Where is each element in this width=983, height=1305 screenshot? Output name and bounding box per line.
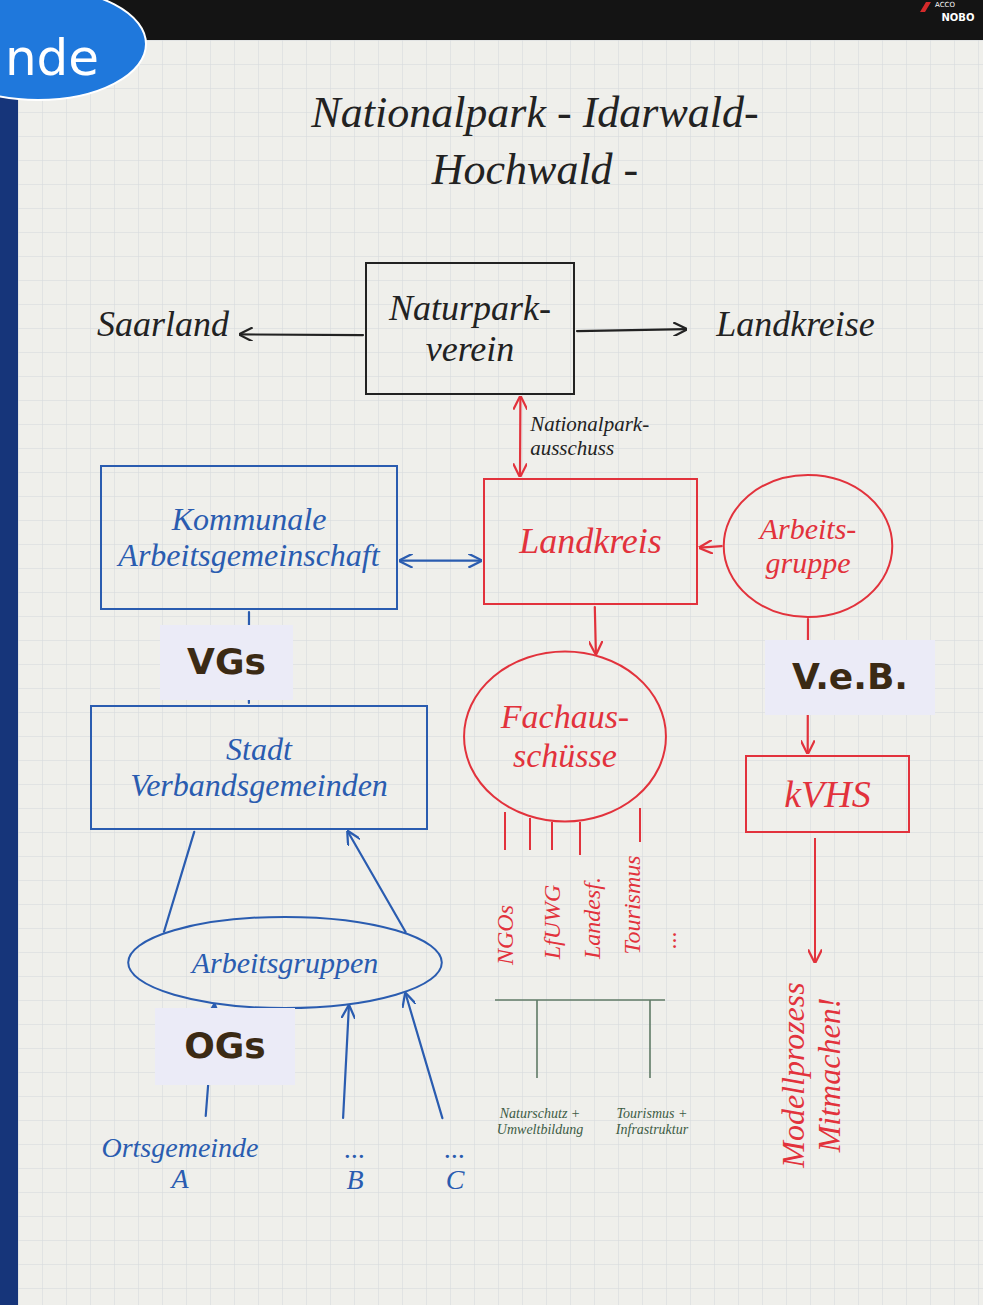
place-name: Landkreise: [688, 298, 903, 350]
topic-note: Naturschutz + Umweltbildung: [497, 1106, 583, 1137]
node-text: ...: [445, 1133, 466, 1164]
text-group: V.e.B.: [792, 657, 908, 697]
text-group: OGs: [184, 1026, 266, 1066]
tag-box: VGs: [160, 625, 293, 700]
process-box: kVHS: [745, 755, 910, 833]
connector: [240, 333, 363, 336]
text-group: Kommunale Arbeitsgemeinschaft: [118, 502, 379, 574]
text-group: Arbeitsgruppen: [192, 946, 379, 980]
edge-label: Nationalpark- ausschuss: [530, 413, 649, 459]
text-group: Landkreise: [716, 304, 875, 344]
bracket: [495, 1000, 665, 1078]
process-box: Stadt Verbandsgemeinden: [90, 705, 428, 830]
text-group: Stadt Verbandsgemeinden: [130, 732, 388, 804]
member-name: Tourismus: [619, 855, 646, 954]
process-note: Modellprozess Mitmachen!: [776, 982, 848, 1167]
node-text: Landkreis: [519, 521, 662, 561]
text-group: ...C: [445, 1133, 466, 1196]
diagram-title: Nationalpark - Idarwald- Hochwald -: [285, 84, 785, 198]
bracket-tick: [536, 1000, 538, 1078]
ellipse-shape: [724, 475, 893, 617]
text-group: OrtsgemeindeA: [101, 1132, 258, 1195]
tick-line: [639, 808, 641, 842]
ellipsis-mark: ...: [655, 931, 682, 949]
process-box: Landkreis: [483, 478, 698, 605]
node-text: Fachaus- schüsse: [501, 698, 629, 774]
brand-name: ACCO: [935, 2, 955, 10]
node-text: B: [346, 1164, 363, 1195]
municipality-text: OrtsgemeindeA: [95, 1118, 265, 1208]
ellipse-shape: [464, 652, 666, 822]
text-group: Landkreis: [519, 521, 662, 561]
slide-label: nde: [5, 30, 99, 86]
member-name: LfUWG: [539, 885, 566, 960]
connector: [519, 397, 522, 476]
flipchart-bar: [0, 0, 983, 44]
ellipse-shape: [128, 917, 442, 1008]
group-ellipse: Arbeits- gruppe: [722, 472, 894, 620]
tick-line: [579, 822, 581, 855]
group-ellipse: Fachaus- schüsse: [462, 648, 668, 825]
node-text: Arbeitsgruppen: [192, 946, 379, 980]
bracket-line: [495, 999, 665, 1001]
brand-name: NOBO: [942, 12, 975, 23]
node-text: ...: [345, 1133, 366, 1164]
process-box: Naturpark- verein: [365, 262, 575, 395]
node-text: V.e.B.: [792, 657, 908, 697]
text-group: Naturpark- verein: [389, 288, 551, 369]
text-group: Saarland: [97, 304, 229, 344]
node-text: Ortsgemeinde: [101, 1132, 258, 1163]
paper-grid: [18, 40, 983, 1305]
node-text: C: [446, 1164, 465, 1195]
node-text: A: [171, 1163, 188, 1194]
member-name: Landesf.: [579, 877, 606, 959]
node-text: Stadt Verbandsgemeinden: [130, 732, 388, 804]
connector: [595, 607, 596, 654]
node-text: Kommunale Arbeitsgemeinschaft: [118, 502, 379, 574]
tick-line: [529, 818, 531, 850]
tag-box: V.e.B.: [765, 640, 935, 715]
node-text: Landkreise: [716, 304, 875, 344]
connector: [343, 1006, 349, 1118]
text-group: VGs: [187, 642, 266, 682]
group-ellipse: Arbeitsgruppen: [125, 915, 445, 1010]
tag-box: OGs: [155, 1008, 295, 1085]
municipality-text: ...C: [425, 1120, 485, 1208]
text-group: kVHS: [784, 773, 871, 816]
member-name: NGOs: [492, 905, 519, 965]
logo-mark: [920, 2, 931, 12]
bracket-tick: [649, 1000, 651, 1078]
connector: [577, 329, 686, 331]
text-group: Arbeits- gruppe: [760, 512, 857, 579]
topic-note: Tourismus + Infrastruktur: [616, 1106, 688, 1137]
tick-line: [504, 812, 506, 850]
municipality-text: ...B: [325, 1120, 385, 1208]
paper: [18, 40, 983, 1305]
node-text: Arbeits- gruppe: [760, 512, 857, 579]
node-text: OGs: [184, 1026, 266, 1066]
node-text: Naturpark- verein: [389, 288, 551, 369]
leader-arrow: [814, 838, 816, 962]
node-text: VGs: [187, 642, 266, 682]
tick-line: [551, 822, 553, 850]
connector: [700, 546, 722, 548]
text-group: ...B: [345, 1133, 366, 1196]
process-box: Kommunale Arbeitsgemeinschaft: [100, 465, 398, 610]
slide-blob: [0, 0, 146, 100]
place-name: Saarland: [88, 298, 238, 350]
text-group: Fachaus- schüsse: [501, 698, 629, 774]
connector: [406, 994, 443, 1118]
connector: [400, 559, 481, 561]
node-text: Saarland: [97, 304, 229, 344]
node-text: kVHS: [784, 773, 871, 816]
